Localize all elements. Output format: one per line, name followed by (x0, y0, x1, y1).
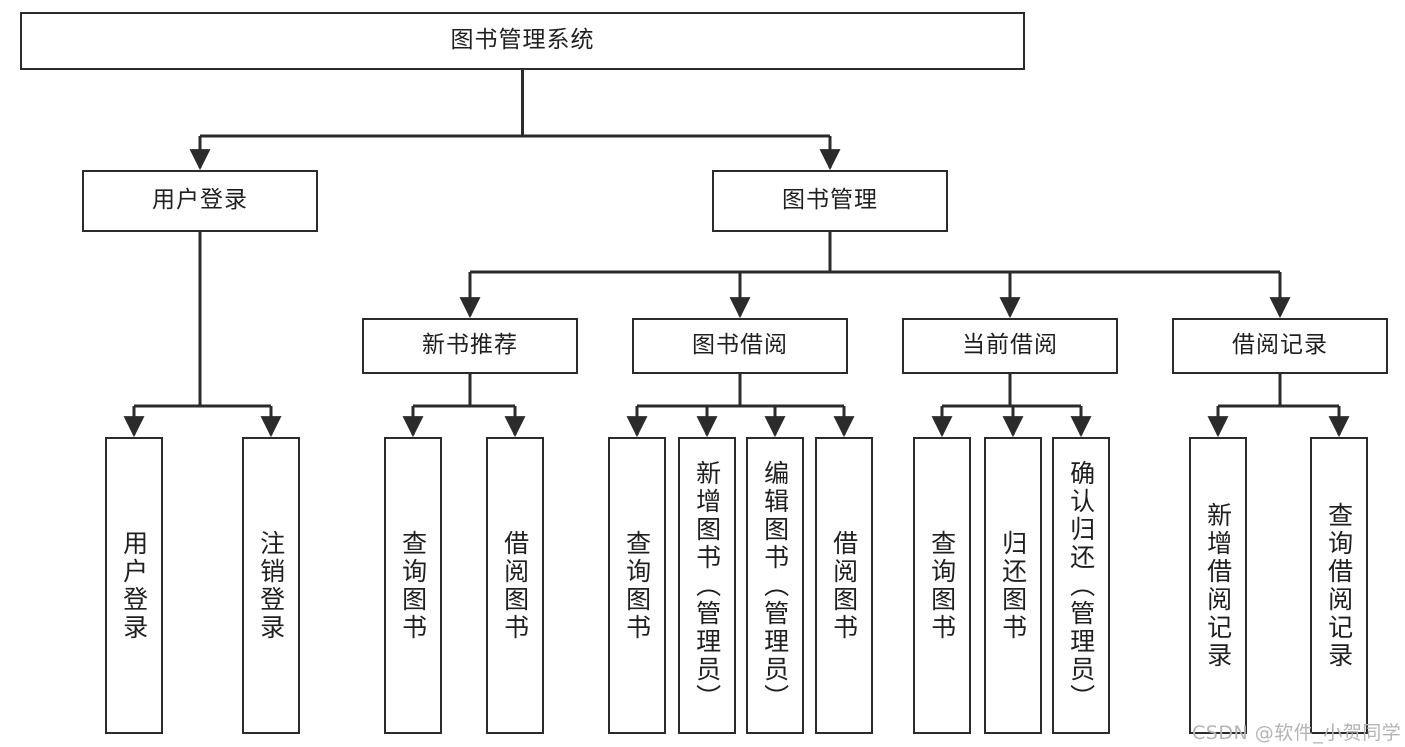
node-label: 归还图书 (998, 529, 1028, 642)
level3-node-records[interactable]: 借阅记录 (1172, 318, 1388, 374)
leaf-node-leaf-query-book-2[interactable]: 查询图书 (608, 437, 666, 734)
leaf-node-leaf-return-book[interactable]: 归还图书 (984, 437, 1042, 734)
node-label: 确认归还（管理员） (1066, 459, 1096, 712)
node-label: 编辑图书（管理员） (760, 459, 790, 712)
root-node-root[interactable]: 图书管理系统 (20, 12, 1025, 70)
level3-node-borrow[interactable]: 图书借阅 (632, 318, 848, 374)
node-label: 用户登录 (119, 529, 149, 642)
level2-node-login[interactable]: 用户登录 (82, 170, 318, 232)
node-label: 图书借阅 (692, 332, 788, 359)
node-label: 图书管理系统 (450, 27, 595, 54)
leaf-node-leaf-add-record[interactable]: 新增借阅记录 (1189, 437, 1247, 734)
node-label: 当前借阅 (962, 332, 1058, 359)
leaf-node-leaf-borrow-book-2[interactable]: 借阅图书 (815, 437, 873, 734)
node-label: 查询借阅记录 (1324, 501, 1354, 670)
leaf-node-leaf-edit-book[interactable]: 编辑图书（管理员） (746, 437, 804, 734)
level3-node-current[interactable]: 当前借阅 (902, 318, 1118, 374)
level2-node-bookmgr[interactable]: 图书管理 (712, 170, 948, 232)
node-label: 新书推荐 (422, 332, 518, 359)
level3-node-newbook[interactable]: 新书推荐 (362, 318, 578, 374)
node-label: 用户登录 (152, 187, 248, 214)
node-label: 新增图书（管理员） (692, 459, 722, 712)
leaf-node-leaf-query-book-3[interactable]: 查询图书 (913, 437, 971, 734)
node-label: 借阅记录 (1232, 332, 1328, 359)
node-label: 新增借阅记录 (1203, 501, 1233, 670)
node-label: 图书管理 (782, 187, 878, 214)
leaf-node-leaf-query-record[interactable]: 查询借阅记录 (1310, 437, 1368, 734)
leaf-node-leaf-borrow-book-1[interactable]: 借阅图书 (486, 437, 544, 734)
leaf-node-leaf-confirm-return[interactable]: 确认归还（管理员） (1052, 437, 1110, 734)
node-label: 查询图书 (398, 529, 428, 642)
node-label: 借阅图书 (500, 529, 530, 642)
leaf-node-leaf-add-book[interactable]: 新增图书（管理员） (678, 437, 736, 734)
node-label: 借阅图书 (829, 529, 859, 642)
node-label: 查询图书 (927, 529, 957, 642)
watermark-text: CSDN @软件_小贺同学 (1192, 722, 1402, 744)
node-label: 查询图书 (622, 529, 652, 642)
leaf-node-leaf-query-book-1[interactable]: 查询图书 (384, 437, 442, 734)
node-label: 注销登录 (256, 529, 286, 642)
leaf-node-leaf-logout[interactable]: 注销登录 (242, 437, 300, 734)
leaf-node-leaf-user-login[interactable]: 用户登录 (105, 437, 163, 734)
